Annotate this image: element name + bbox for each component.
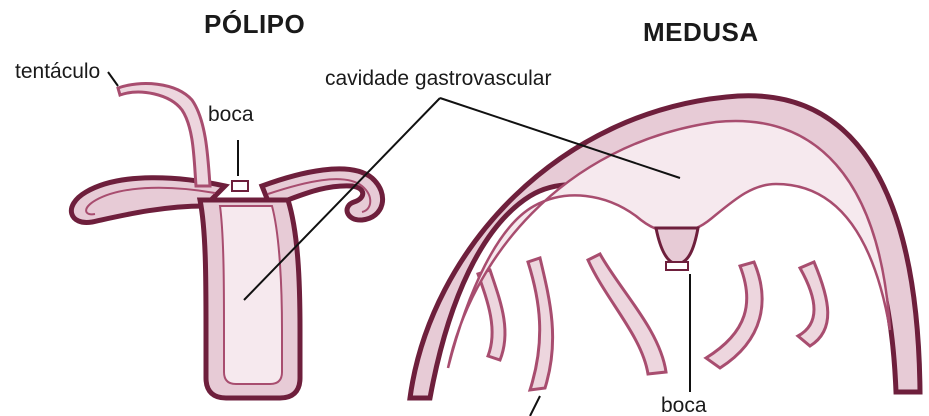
medusa-tentacle-2 — [588, 254, 666, 374]
medusa-mouth-opening — [666, 262, 688, 270]
medusa-mouth-label: boca — [661, 394, 707, 416]
medusa-title: MEDUSA — [643, 17, 759, 47]
medusa-tentacle-5 — [478, 270, 505, 360]
polyp-tentacle — [118, 84, 210, 186]
medusa-tentacle-leader-line — [530, 396, 540, 416]
polyp-title: PÓLIPO — [204, 9, 305, 39]
gastrovascular-cavity-label: cavidade gastrovascular — [325, 67, 551, 90]
tentacle-leader-line — [108, 72, 118, 86]
polyp-gastrovascular-cavity — [220, 206, 282, 384]
polyp-mouth-opening — [232, 181, 248, 191]
medusa-tentacle-1 — [528, 258, 553, 390]
medusa-tentacle-4 — [798, 262, 828, 346]
tentacle-label: tentáculo — [15, 60, 100, 83]
medusa-tentacle-3 — [706, 262, 762, 368]
polyp-mouth-label: boca — [208, 103, 254, 126]
medusa-manubrium — [656, 228, 698, 264]
